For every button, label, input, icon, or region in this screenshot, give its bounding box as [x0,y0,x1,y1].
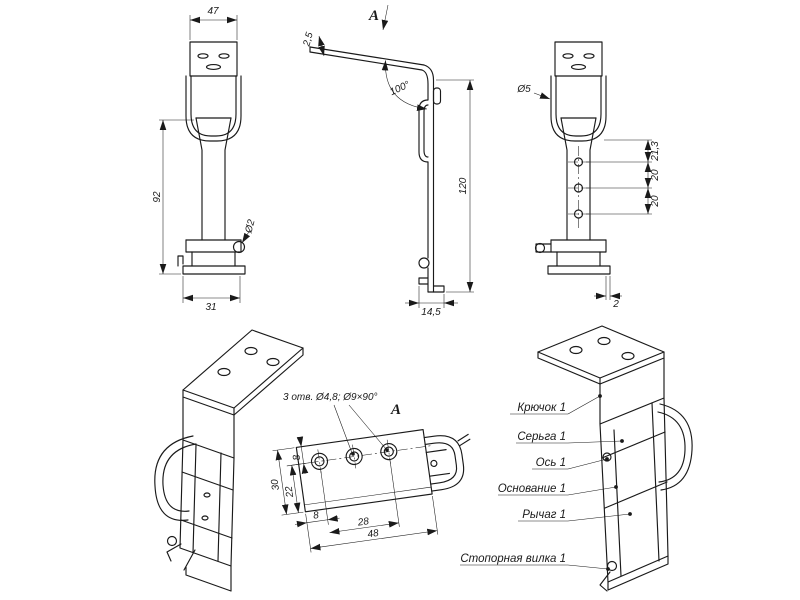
dim-front-base-width: 31 [205,302,216,313]
label-shackle: Серьга 1 [517,431,566,443]
detail-view-label: А [390,402,401,418]
callout-locking-fork: Стопорная вилка 1 [460,553,610,571]
dim-detail-hole-span: 28 [356,516,370,529]
dim-front-top-width: 47 [207,6,219,17]
dim-rear-wire-dia: Ø5 [516,84,531,95]
dim-side-foot-width: 14,5 [421,307,441,318]
view-iso-labeled: Крючок 1 Серьга 1 Ось 1 Основание 1 [460,325,693,592]
dim-rear-hole-pitch-2: 20 [650,195,661,208]
callout-axis: Ось 1 [532,457,609,470]
dim-detail-depth: 30 [270,478,283,491]
dim-detail-length: 48 [367,528,380,541]
view-detail-A: 3 отв. Ø4,8; Ø9×90° А [270,392,471,553]
callout-shackle: Серьга 1 [516,431,624,444]
dim-side-thickness: 2,5 [301,31,316,49]
detail-geometry: 30 22 8 8 28 48 [270,429,471,553]
view-side: A 2,5 100° 120 14,5 [301,4,474,318]
label-hook: Крючок 1 [517,402,566,414]
label-lever: Рычаг 1 [522,509,566,521]
view-rear: Ø5 21,3 20 20 2 [516,41,661,310]
dim-side-height: 120 [458,177,469,194]
dim-detail-hole-edge: 8 [313,510,320,522]
label-base: Основание 1 [498,483,566,495]
dim-side-bend-angle: 100° [388,79,411,98]
detail-holes-note: 3 отв. Ø4,8; Ø9×90° [283,392,378,403]
dim-detail-hole-to-back: 8 [291,453,303,460]
dim-rear-hole-top: 21,3 [650,141,661,162]
callout-hook: Крючок 1 [510,394,602,415]
view-direction-label-A: A [368,8,379,24]
dim-detail-hole-to-front: 22 [284,485,297,499]
dim-front-height: 92 [152,191,163,203]
label-axis: Ось 1 [536,457,566,469]
view-direction-arrow-icon [381,4,389,31]
dim-rear-flange-thickness: 2 [612,299,619,310]
dim-rear-hole-pitch-1: 20 [650,169,661,182]
dim-front-wire-dia: Ø2 [243,218,257,235]
view-front: 47 92 31 Ø2 [152,6,258,313]
view-iso-plain [154,329,304,592]
callout-base: Основание 1 [498,483,618,496]
label-locking-fork: Стопорная вилка 1 [460,553,566,565]
callout-lever: Рычаг 1 [518,509,632,522]
